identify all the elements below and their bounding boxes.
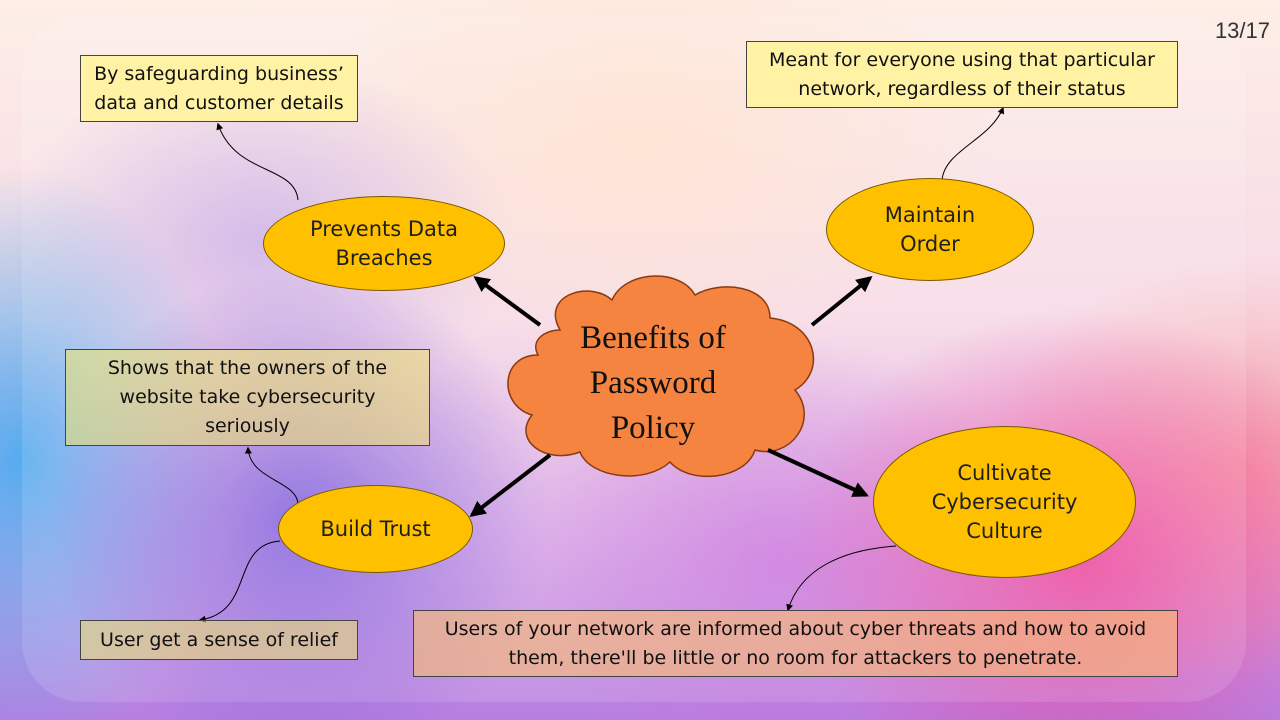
center-title: Benefits of Password Policy [548, 316, 758, 451]
note-culture: Users of your network are informed about… [413, 610, 1178, 677]
arrow-to-order [810, 275, 873, 327]
note-culture-line2: them, there'll be little or no room for … [508, 646, 1083, 669]
note-breaches-line1: By safeguarding business’ [94, 62, 344, 85]
node-culture-line3: Culture [966, 518, 1043, 543]
center-title-line1: Benefits of [580, 320, 726, 356]
node-build-trust: Build Trust [278, 485, 473, 573]
arrow-to-culture [767, 448, 869, 497]
node-culture-line2: Cybersecurity [931, 489, 1078, 514]
curve-trust-note [244, 446, 299, 504]
note-culture-line1: Users of your network are informed about… [444, 617, 1147, 640]
note-trust-line1: Shows that the owners of the [107, 357, 388, 379]
node-culture-line1: Cultivate [957, 460, 1052, 485]
note-order-line1: Meant for everyone using that particular [769, 48, 1155, 71]
note-trust-line2: website take cybersecurity [119, 386, 376, 408]
note-order-line2: network, regardless of their status [798, 77, 1126, 100]
center-title-line2: Password [589, 365, 717, 401]
curve-order-note [941, 106, 1005, 181]
node-prevents-data-breaches: Prevents Data Breaches [263, 196, 505, 291]
note-breaches: By safeguarding business’ data and custo… [80, 55, 358, 122]
page-number: 13/17 [1214, 18, 1270, 43]
center-title-line3: Policy [610, 410, 696, 446]
curve-relief-note [198, 540, 281, 623]
node-prevents-line1: Prevents Data [309, 216, 459, 241]
node-prevents-line2: Breaches [335, 245, 433, 270]
note-trust-line3: seriously [205, 415, 290, 437]
node-order-line2: Order [900, 231, 960, 256]
node-order-line1: Maintain [884, 202, 976, 227]
arrow-to-trust [469, 453, 552, 517]
arrow-to-breaches [473, 276, 542, 327]
node-maintain-order: Maintain Order [826, 178, 1034, 281]
note-order: Meant for everyone using that particular… [746, 41, 1178, 108]
note-breaches-line2: data and customer details [94, 91, 344, 114]
curve-culture-note [786, 545, 897, 612]
node-cultivate-culture: Cultivate Cybersecurity Culture [873, 426, 1136, 578]
curve-breaches-note [216, 122, 299, 201]
note-trust: Shows that the owners of the website tak… [65, 349, 430, 446]
note-relief-label: User get a sense of relief [100, 628, 338, 651]
node-trust-label: Build Trust [320, 516, 431, 541]
note-relief: User get a sense of relief [80, 620, 358, 660]
